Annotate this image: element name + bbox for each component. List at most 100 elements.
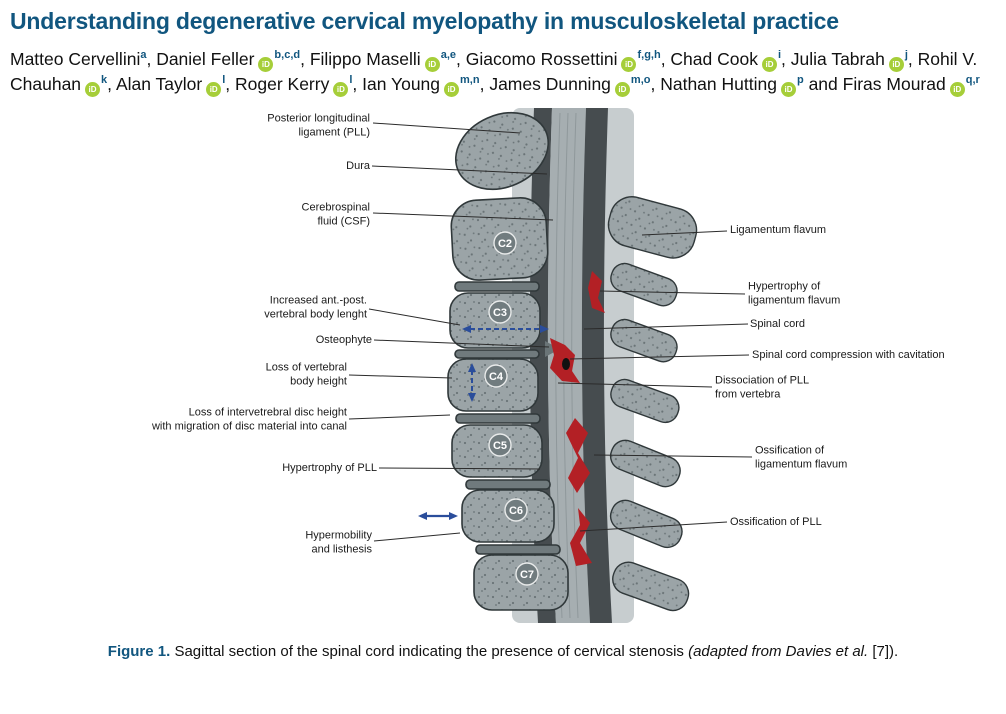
intervertebral-disc (454, 349, 540, 359)
vertebra-label-c5: C5 (493, 440, 507, 452)
author-name: Matteo Cervellini (10, 49, 141, 69)
author-name: Giacomo Rossettini (465, 49, 618, 69)
figure-caption-text: Sagittal section of the spinal cord indi… (170, 643, 689, 661)
spinous-process (610, 378, 680, 424)
leader-line (378, 467, 541, 470)
author-affiliations: a,e (440, 49, 456, 62)
flavum-ossification-red (566, 418, 590, 494)
spinous-processes (607, 196, 698, 612)
leader-line (348, 374, 453, 379)
arrowhead (418, 512, 427, 521)
vertebra-label-c2: C2 (498, 238, 512, 250)
author-name: Firas Mourad (842, 74, 946, 95)
intervertebral-disc (454, 281, 540, 292)
figure-caption-ref: [7]). (868, 643, 899, 661)
article-title: Understanding degenerative cervical myel… (10, 8, 839, 34)
leader-line (348, 414, 451, 420)
figure-caption-label: Figure 1. (107, 643, 171, 661)
author-separator: , (300, 49, 310, 69)
leader-line (373, 532, 461, 542)
posterior-canal-wall (581, 108, 612, 624)
leader-line (593, 454, 753, 458)
figure-caption: Figure 1. Sagittal section of the spinal… (10, 643, 996, 660)
article-page: Understanding degenerative cervical myel… (0, 8, 1006, 660)
author-affiliations: m,n (460, 74, 480, 87)
leader-line (583, 323, 749, 330)
author-separator: , (650, 74, 661, 95)
spinous-process (610, 262, 678, 307)
author-name: Chad Cook (670, 49, 758, 69)
figure-caption-source: (adapted from Davies et al. (688, 643, 869, 661)
author-affiliations: b,c,d (274, 49, 301, 62)
author-name: Nathan Hutting (660, 74, 777, 95)
author-affiliations: j (904, 49, 908, 62)
vertebra-marker-circle (488, 300, 512, 324)
orcid-icon[interactable]: iD (780, 82, 796, 98)
compression-areas (550, 271, 605, 567)
arrowhead (468, 363, 476, 373)
pll-ossification-red (570, 508, 592, 567)
author-name: Rohil V. Chauhan (10, 49, 978, 95)
vertebra-marker-circle (488, 433, 512, 457)
orcid-icon[interactable]: iD (85, 82, 101, 98)
orcid-icon[interactable]: iD (949, 82, 965, 98)
leader-line (569, 354, 750, 360)
author-name: Ian Young (362, 74, 441, 95)
vertebra-label-c4: C4 (489, 371, 504, 383)
arrowhead (540, 325, 549, 334)
author-name: Alan Taylor (115, 74, 203, 95)
orcid-icon[interactable]: iD (621, 57, 637, 73)
arrowhead (462, 325, 471, 334)
arrowhead (468, 393, 476, 403)
orcid-icon[interactable]: iD (333, 82, 349, 98)
leader-line (599, 290, 746, 295)
leader-line (557, 382, 713, 388)
leader-line (368, 308, 461, 326)
vertebra-label-c3: C3 (493, 307, 507, 319)
author-separator: , (660, 49, 671, 69)
arrowhead (449, 512, 458, 521)
flavum-hypertrophy-red (588, 271, 605, 314)
spinous-process (609, 499, 683, 549)
skull-base-structure (454, 111, 550, 191)
author-separator: and (803, 74, 843, 95)
orcid-icon[interactable]: iD (888, 57, 904, 73)
orcid-icon[interactable]: iD (614, 82, 630, 98)
author-separator: , (907, 49, 918, 69)
author-name: Daniel Feller (156, 49, 255, 69)
measurement-arrows (418, 325, 549, 521)
vertebra-marker-circle (504, 498, 528, 522)
author-affiliations: p (796, 74, 804, 87)
author-separator: , (225, 74, 235, 95)
intervertebral-disc (455, 413, 541, 424)
spinous-process (607, 196, 698, 259)
author-name: Filippo Maselli (309, 49, 421, 69)
author-affiliations: i (777, 49, 782, 62)
leader-line (371, 165, 548, 175)
author-affiliations: k (101, 74, 108, 87)
author-separator: , (479, 74, 490, 95)
leader-line (372, 122, 521, 134)
orcid-icon[interactable]: iD (761, 57, 777, 73)
orcid-icon[interactable]: iD (258, 57, 274, 73)
author-name: Roger Kerry (235, 74, 330, 95)
intervertebral-disc (475, 544, 561, 555)
vertebra-markers: C2 C3 C4 C5 C6 C7 (484, 231, 539, 586)
author-separator: , (352, 74, 363, 95)
author-separator: , (781, 49, 791, 69)
author-affiliations: l (349, 74, 353, 87)
orcid-icon[interactable]: iD (424, 57, 440, 73)
vertebra-label-c6: C6 (509, 505, 523, 517)
leader-line (372, 212, 554, 221)
author-separator: , (107, 74, 116, 95)
author-affiliations: a (140, 49, 147, 62)
author-affiliations: l (222, 74, 226, 87)
vertebra-marker-circle (484, 364, 508, 388)
leader-line (373, 339, 550, 348)
orcid-icon[interactable]: iD (444, 82, 460, 98)
orcid-icon[interactable]: iD (206, 82, 222, 98)
author-name: Julia Tabrah (790, 49, 885, 69)
author-separator: , (456, 49, 466, 69)
spinous-process (609, 439, 681, 488)
